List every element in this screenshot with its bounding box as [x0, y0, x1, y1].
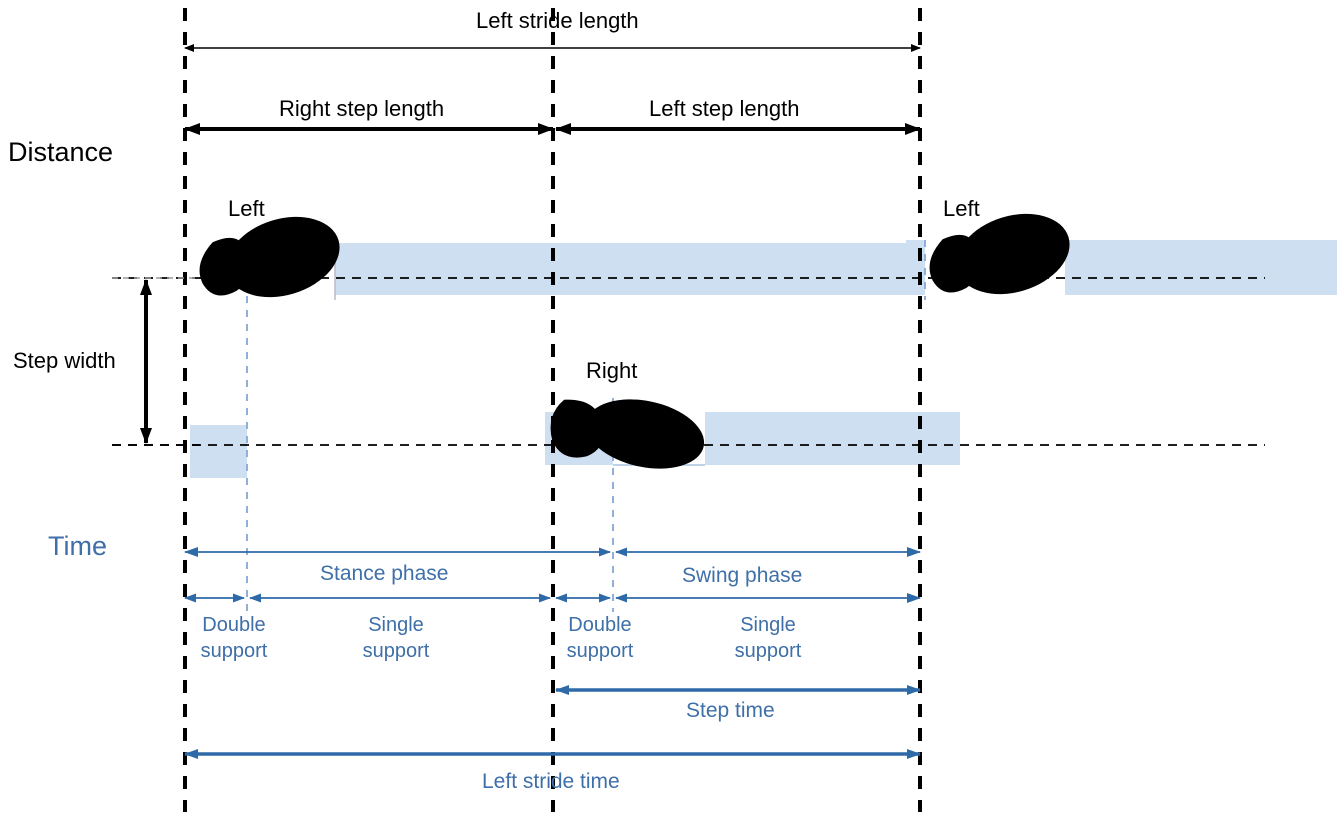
label-left-step-length: Left step length [649, 96, 800, 121]
double-support-2-line2: support [566, 640, 634, 662]
label-left-stride-length: Left stride length [476, 8, 639, 33]
stance-bands [190, 234, 1337, 478]
label-step-width: Step width [13, 348, 116, 373]
single-support-1-line2: support [362, 640, 430, 662]
footprint-left-1 [199, 216, 340, 298]
double-support-2-line1: Double [568, 614, 632, 636]
label-left-stride-time: Left stride time [482, 770, 620, 793]
label-double-support-1: Double support [193, 612, 275, 664]
left-forefoot-2 [956, 213, 1070, 295]
stance-band-left-1b [613, 243, 920, 295]
double-support-1-line1: Double [202, 614, 266, 636]
footprint-right-1 [550, 399, 705, 469]
footprint-left-2 [929, 213, 1070, 295]
label-right-step-length: Right step length [279, 96, 445, 121]
left-forefoot-1 [226, 216, 340, 298]
label-step-time: Step time [686, 699, 775, 722]
time-arrows [184, 547, 921, 759]
single-support-1-line1: Single [368, 614, 424, 636]
right-forefoot-1 [585, 399, 705, 469]
label-single-support-1: Single support [336, 612, 456, 664]
stance-band-left-2-start [906, 240, 925, 295]
label-stance-phase: Stance phase [320, 562, 449, 585]
stance-band-right-2 [705, 412, 960, 465]
single-support-2-line2: support [734, 640, 802, 662]
left-heel-2 [929, 234, 981, 293]
double-support-1-line2: support [200, 640, 268, 662]
stance-band-left-1 [335, 243, 613, 295]
left-heel-1 [199, 237, 251, 296]
label-single-support-2: Single support [708, 612, 828, 664]
single-support-2-line1: Single [740, 614, 796, 636]
stance-band-left-2 [1065, 240, 1337, 295]
right-heel-1 [550, 399, 604, 458]
label-swing-phase: Swing phase [682, 564, 803, 587]
label-double-support-2: Double support [559, 612, 641, 664]
axis-label-distance: Distance [8, 137, 114, 167]
label-foot-left-2: Left [943, 196, 980, 221]
label-foot-left-1: Left [228, 196, 265, 221]
distance-arrows [112, 44, 921, 446]
axis-label-time: Time [48, 531, 107, 561]
stance-band-right-tail [190, 425, 247, 478]
label-foot-right: Right [586, 358, 638, 383]
